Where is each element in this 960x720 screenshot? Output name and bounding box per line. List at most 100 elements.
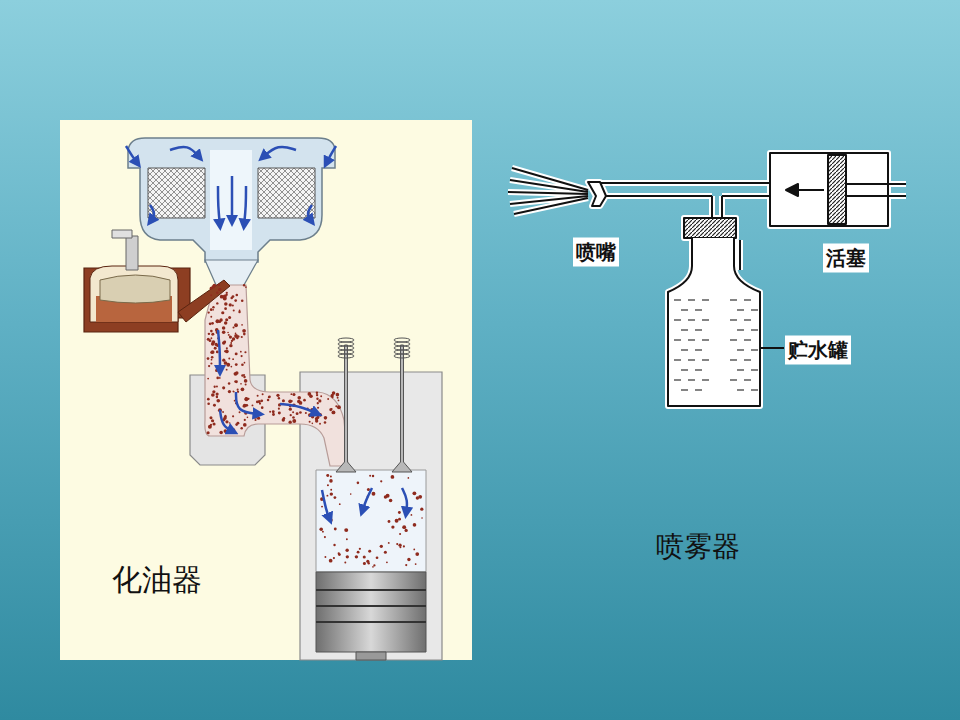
leader-line bbox=[760, 347, 784, 349]
water-mark bbox=[702, 299, 709, 300]
airflow-arrow bbox=[218, 330, 220, 372]
fuel-droplet bbox=[241, 336, 243, 338]
water-mark bbox=[744, 319, 751, 320]
fuel-droplet bbox=[219, 377, 221, 379]
water-mark bbox=[688, 319, 695, 320]
fuel-droplet bbox=[389, 499, 393, 503]
fuel-droplet bbox=[309, 394, 313, 398]
piston-rod bbox=[846, 184, 906, 196]
water-mark bbox=[681, 309, 688, 310]
piston bbox=[316, 572, 426, 652]
fuel-droplet bbox=[324, 536, 326, 538]
fuel-droplet bbox=[218, 288, 221, 291]
fuel-droplet bbox=[215, 319, 219, 323]
combustion-chamber bbox=[316, 470, 426, 572]
fuel-droplet bbox=[388, 520, 391, 523]
fuel-droplet bbox=[405, 564, 407, 566]
water-mark bbox=[695, 329, 702, 330]
fuel-droplet bbox=[211, 334, 213, 336]
fuel-droplet bbox=[307, 408, 309, 410]
fuel-droplet bbox=[388, 542, 390, 544]
water-mark bbox=[730, 319, 737, 320]
fuel-droplet bbox=[372, 475, 374, 477]
fuel-droplet bbox=[241, 300, 244, 303]
water-mark bbox=[681, 329, 688, 330]
water-mark bbox=[751, 389, 758, 390]
fuel-droplet bbox=[282, 399, 285, 402]
fuel-droplet bbox=[332, 396, 334, 398]
fuel-droplet bbox=[319, 527, 323, 531]
water-mark bbox=[702, 339, 709, 340]
piston-rod bbox=[846, 184, 906, 196]
fuel-droplet bbox=[211, 342, 215, 346]
fuel-droplet bbox=[292, 403, 296, 407]
fuel-droplet bbox=[241, 355, 243, 357]
fuel-droplet bbox=[244, 362, 246, 364]
pump-cylinder bbox=[770, 153, 888, 226]
fuel-droplet bbox=[399, 533, 401, 535]
fuel-droplet bbox=[334, 528, 337, 531]
fuel-droplet bbox=[232, 358, 234, 360]
fuel-droplet bbox=[235, 332, 237, 334]
water-mark bbox=[737, 389, 744, 390]
fuel-droplet bbox=[242, 329, 246, 333]
fuel-droplet bbox=[212, 390, 215, 393]
fuel-droplet bbox=[244, 397, 248, 401]
fuel-droplet bbox=[219, 431, 223, 435]
fuel-droplet bbox=[226, 292, 228, 294]
fuel-droplet bbox=[357, 551, 360, 554]
fuel-droplet bbox=[228, 382, 231, 385]
water-mark bbox=[674, 359, 681, 360]
fuel-droplet bbox=[214, 347, 217, 350]
fuel-droplet bbox=[355, 555, 358, 558]
fuel-droplet bbox=[345, 549, 348, 552]
water-mark bbox=[730, 299, 737, 300]
spray-mist bbox=[508, 168, 588, 214]
fuel-droplet bbox=[333, 544, 335, 546]
fuel-droplet bbox=[216, 399, 220, 403]
fuel-droplet bbox=[211, 356, 214, 359]
fuel-droplet bbox=[376, 556, 379, 559]
fuel-droplet bbox=[237, 335, 240, 338]
fuel-droplet bbox=[235, 352, 238, 355]
fuel-droplet bbox=[216, 302, 218, 304]
water-mark bbox=[737, 329, 744, 330]
fuel-droplet bbox=[339, 503, 341, 505]
filter-mesh bbox=[148, 168, 205, 218]
fuel-droplet bbox=[247, 417, 249, 419]
water-mark bbox=[730, 339, 737, 340]
fuel-droplet bbox=[322, 531, 324, 533]
venturi-throat bbox=[205, 260, 258, 300]
fuel-droplet bbox=[239, 411, 241, 413]
air-filter-housing bbox=[128, 138, 335, 262]
fuel-droplet bbox=[391, 475, 395, 479]
fuel-droplet bbox=[239, 310, 241, 312]
fuel-droplet bbox=[316, 416, 319, 419]
fuel-droplet bbox=[224, 307, 227, 310]
water-mark bbox=[737, 309, 744, 310]
fuel-droplet bbox=[278, 408, 280, 410]
fuel-droplet bbox=[316, 397, 318, 399]
valve-spring bbox=[394, 354, 410, 358]
fuel-droplet bbox=[216, 396, 218, 398]
fuel-droplet bbox=[234, 400, 236, 402]
fuel-droplet bbox=[215, 329, 218, 332]
water-tank bbox=[668, 238, 760, 406]
fuel-droplet bbox=[272, 410, 275, 413]
air-tube bbox=[598, 183, 770, 196]
fuel-droplet bbox=[260, 399, 263, 402]
fuel-droplet bbox=[212, 309, 214, 311]
fuel-droplet bbox=[221, 311, 224, 314]
fuel-droplet bbox=[224, 429, 228, 433]
fuel-droplet bbox=[228, 390, 231, 393]
fuel-droplet bbox=[367, 495, 369, 497]
float-bowl bbox=[84, 268, 190, 332]
fuel-droplet bbox=[213, 284, 217, 288]
fuel-droplet bbox=[262, 393, 264, 395]
fuel-droplet bbox=[209, 339, 212, 342]
fuel-droplet bbox=[272, 413, 275, 416]
fuel-droplet bbox=[216, 291, 218, 293]
fuel-droplet bbox=[207, 402, 210, 405]
fuel-droplet bbox=[234, 299, 237, 302]
fuel-droplet bbox=[330, 475, 332, 477]
